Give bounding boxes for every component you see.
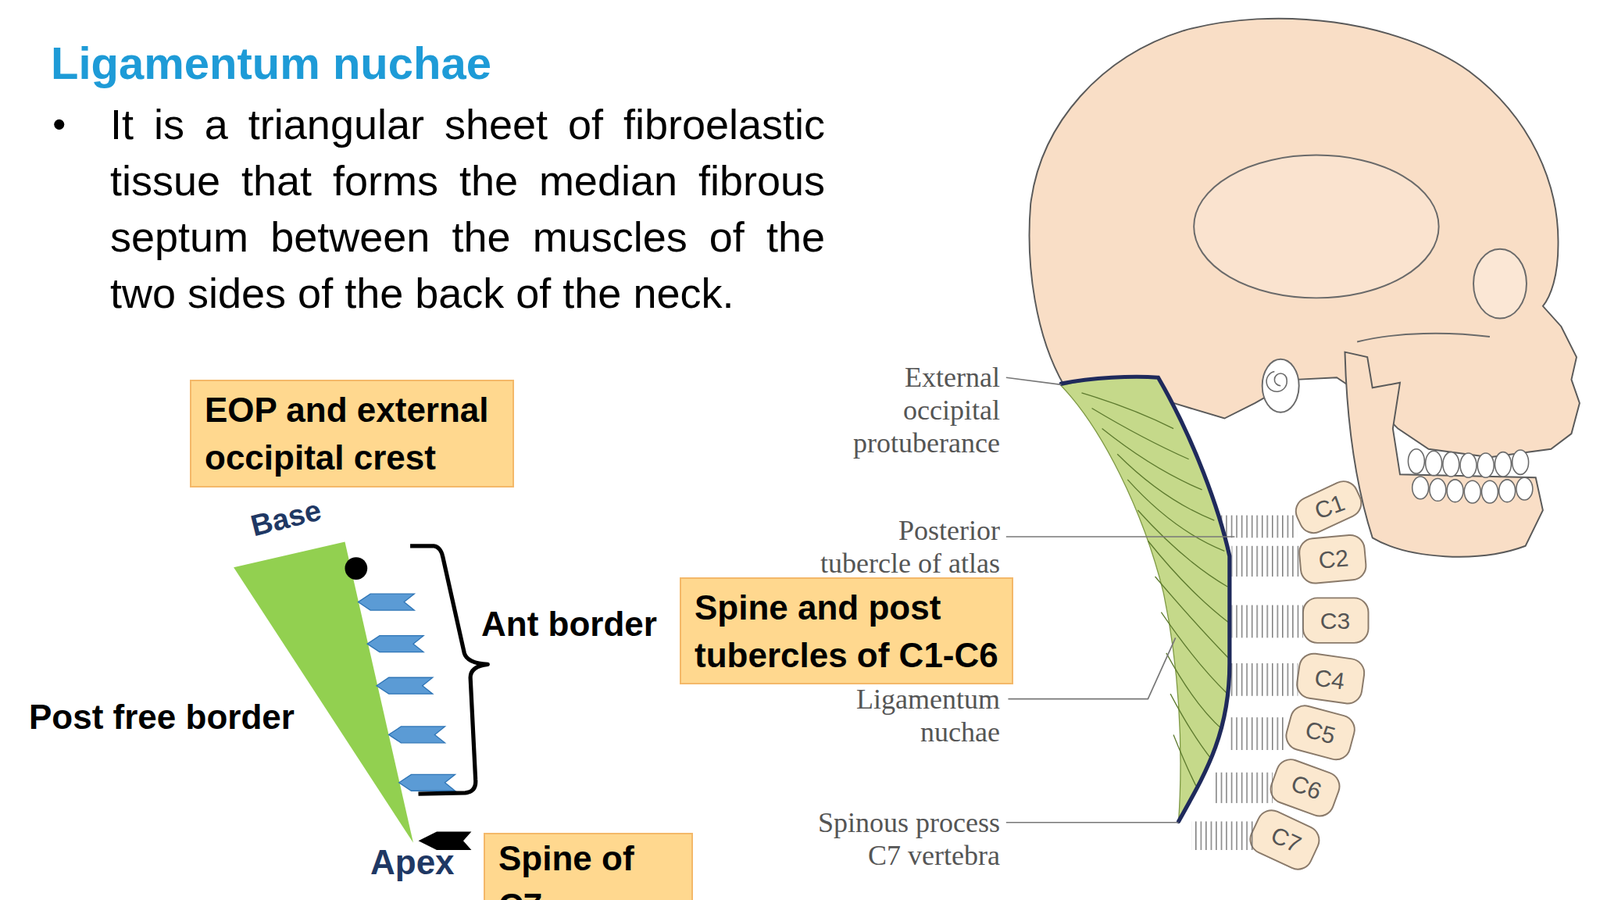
part-label: Spinous process C7 vertebra <box>804 806 1000 872</box>
spinous-hatch <box>1214 772 1272 804</box>
vertebra <box>1245 805 1324 874</box>
skull-orbit <box>1473 249 1527 319</box>
part-label: Ligamentum nuchae <box>820 682 1000 749</box>
leader-line <box>1006 535 1236 538</box>
tooth <box>1442 452 1460 477</box>
spinous-hatch <box>1227 717 1287 750</box>
tooth <box>1446 479 1464 503</box>
attachment-arrow <box>389 726 446 743</box>
leader-line <box>1006 377 1062 385</box>
vertebra <box>1291 476 1367 538</box>
slide-title: Ligamentum nuchae <box>50 35 492 91</box>
mandible <box>1344 352 1543 558</box>
attachment-dot <box>344 557 368 580</box>
part-label: Posterior tubercle of atlas <box>810 514 1000 580</box>
ligament-sheet <box>1060 376 1230 822</box>
base-label: Base <box>246 492 325 545</box>
tooth <box>1494 452 1511 477</box>
tooth <box>1512 450 1529 475</box>
vertebra <box>1266 755 1343 821</box>
border-label: Post free border <box>28 696 295 739</box>
bullet-text: It is a triangular sheet of fibroelastic… <box>110 96 825 322</box>
attachment-arrow <box>357 593 415 611</box>
tooth <box>1407 449 1425 474</box>
attachment-arrow <box>399 774 456 791</box>
tooth <box>1516 477 1533 500</box>
callout-text: EOP and external occipital crest <box>204 385 505 482</box>
attachment-arrow <box>367 635 424 653</box>
tooth <box>1481 480 1498 504</box>
tooth <box>1429 478 1447 502</box>
anterior-border-line <box>1060 376 1230 822</box>
callout-text: Spine and post tubercles of C1-C6 <box>694 583 1004 679</box>
tooth <box>1412 476 1429 500</box>
tooth <box>1464 480 1481 504</box>
zygomatic-arch <box>1357 333 1490 343</box>
vertebra <box>1282 702 1358 763</box>
callout-box: Spine of C7 <box>483 832 693 900</box>
spinous-hatch <box>1231 546 1300 577</box>
bullet-dot <box>53 119 65 130</box>
vertebra <box>1303 597 1369 643</box>
vertebra-label: C4 <box>1313 664 1347 695</box>
ligament-fibers <box>1081 392 1229 786</box>
spinous-hatch <box>1192 821 1256 850</box>
tooth <box>1460 453 1477 478</box>
leader-line <box>1007 637 1175 699</box>
spinous-hatch <box>1231 605 1303 639</box>
tooth <box>1425 450 1443 475</box>
skull-fossa <box>1193 155 1439 299</box>
curly-bracket <box>410 546 488 794</box>
spinous-hatch <box>1219 515 1297 539</box>
tooth <box>1499 479 1516 503</box>
tooth <box>1477 453 1494 478</box>
attachment-arrow <box>376 677 433 694</box>
callout-box: EOP and external occipital crest <box>189 379 515 488</box>
vertebra <box>1295 651 1367 706</box>
part-label: External occipital protuberance <box>820 360 1000 460</box>
ear-canal <box>1266 371 1287 392</box>
apex-label: Apex <box>370 841 455 884</box>
border-label: Ant border <box>481 603 658 646</box>
callout-text: Spine of C7 <box>498 834 684 900</box>
vertebra <box>1298 533 1368 585</box>
vertebra-label: C2 <box>1317 544 1350 574</box>
vertebra-label: C3 <box>1320 607 1350 635</box>
spinous-hatch <box>1230 663 1298 697</box>
leader-line <box>1006 821 1179 824</box>
ear-region <box>1262 359 1300 413</box>
callout-box: Spine and post tubercles of C1-C6 <box>679 577 1014 685</box>
